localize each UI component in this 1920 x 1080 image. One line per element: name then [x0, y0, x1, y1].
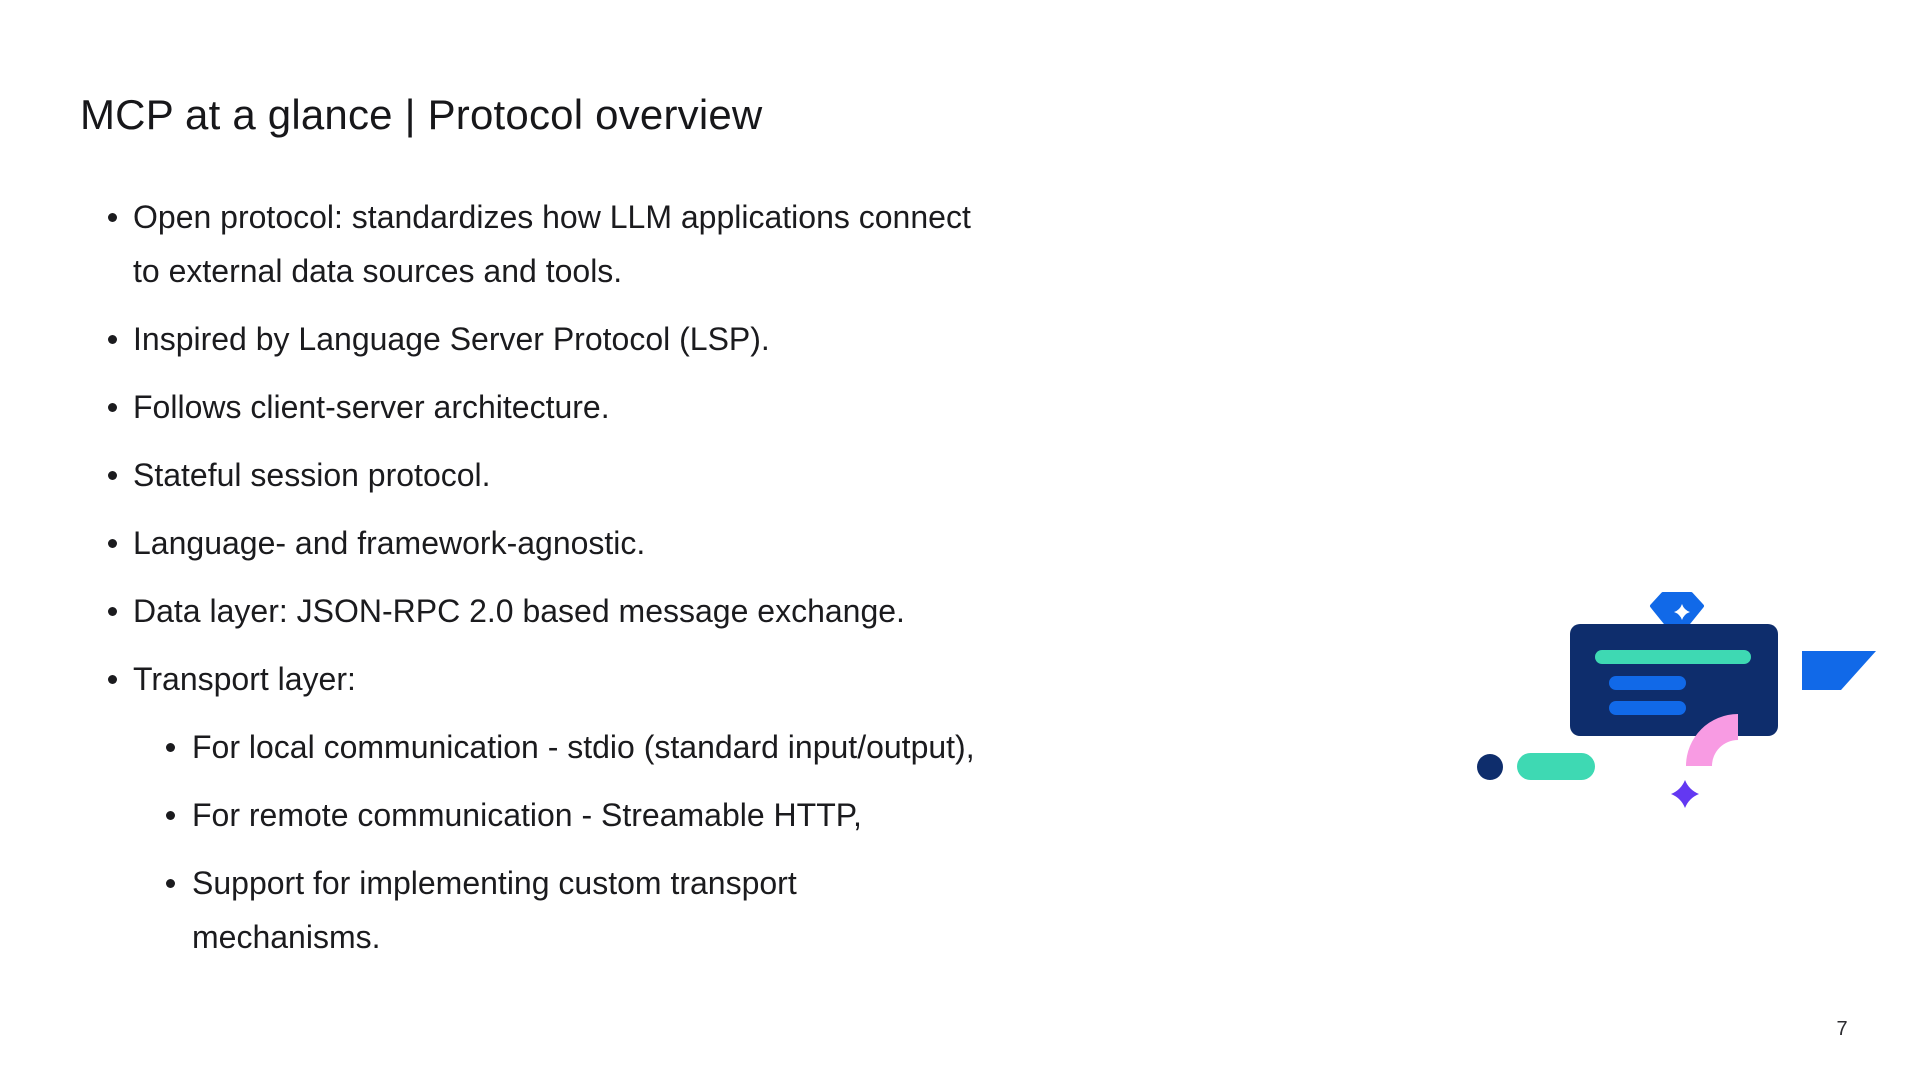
- bullet-text: Open protocol: standardizes how LLM appl…: [133, 199, 971, 235]
- bullet-text: to external data sources and tools.: [133, 253, 623, 289]
- list-item: Language- and framework-agnostic.: [80, 516, 975, 570]
- page-number: 7: [1836, 1018, 1848, 1040]
- list-item: Open protocol: standardizes how LLM appl…: [80, 190, 975, 298]
- bullet-list: Open protocol: standardizes how LLM appl…: [80, 190, 975, 978]
- list-item: Transport layer:: [80, 652, 975, 706]
- bullet-text: Stateful session protocol.: [133, 457, 491, 493]
- arc-shape: [1686, 714, 1738, 766]
- bullet-text: Language- and framework-agnostic.: [133, 525, 646, 561]
- page-title: MCP at a glance | Protocol overview: [80, 91, 763, 139]
- list-item: Inspired by Language Server Protocol (LS…: [80, 312, 975, 366]
- dot-shape: [1477, 754, 1503, 780]
- bullet-text: For remote communication - Streamable HT…: [192, 797, 862, 833]
- pill-shape: [1517, 753, 1595, 780]
- sub-list-item: For local communication - stdio (standar…: [80, 720, 975, 774]
- card-title-bar: [1595, 650, 1751, 664]
- card-text-bar: [1609, 676, 1686, 690]
- sparkle-icon: [1671, 780, 1699, 808]
- bullet-text: Data layer: JSON-RPC 2.0 based message e…: [133, 593, 905, 629]
- decorative-illustration: [1477, 592, 1876, 808]
- sub-list-item: For remote communication - Streamable HT…: [80, 788, 975, 842]
- bullet-text: mechanisms.: [192, 919, 381, 955]
- list-item: Data layer: JSON-RPC 2.0 based message e…: [80, 584, 975, 638]
- sparkle-icon: [1674, 604, 1690, 620]
- card-text-bar: [1609, 701, 1686, 715]
- list-item: Follows client-server architecture.: [80, 380, 975, 434]
- flag-shape: [1802, 651, 1876, 690]
- sub-list-item: Support for implementing custom transpor…: [80, 856, 975, 964]
- bullet-text: Follows client-server architecture.: [133, 389, 610, 425]
- list-item: Stateful session protocol.: [80, 448, 975, 502]
- bullet-text: For local communication - stdio (standar…: [192, 729, 975, 765]
- bullet-text: Support for implementing custom transpor…: [192, 865, 797, 901]
- bullet-text: Transport layer:: [133, 661, 356, 697]
- gem-icon: [1650, 592, 1704, 639]
- bullet-text: Inspired by Language Server Protocol (LS…: [133, 321, 770, 357]
